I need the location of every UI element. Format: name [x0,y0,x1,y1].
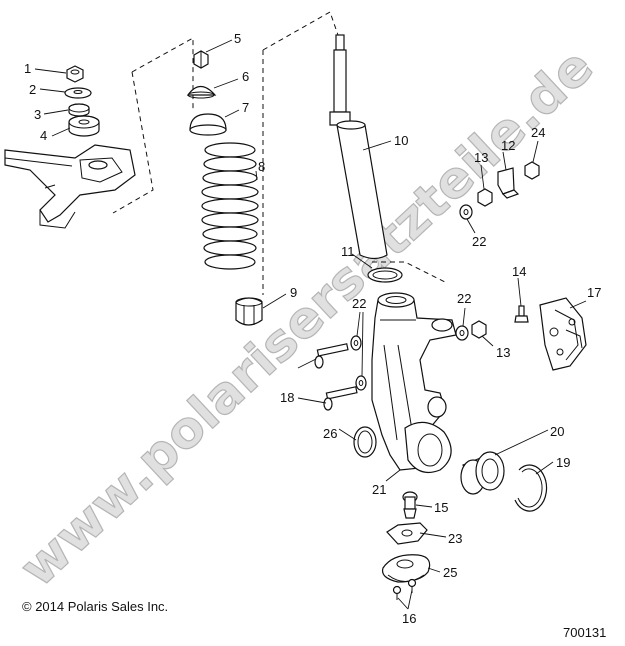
callout-22-knuckle: 22 [457,291,471,306]
callout-9: 9 [290,285,297,300]
callout-13-upper: 13 [474,150,488,165]
part-17-caliper [539,297,587,371]
part-21-knuckle [371,292,457,473]
part-7-spring-seat [189,113,227,136]
drawing-number: 700131 [563,625,606,640]
part-16-screws [392,578,417,600]
part-4-bushing [68,115,100,137]
part-8-coil-spring [201,142,259,270]
part-3-washer [68,103,90,117]
callout-23: 23 [448,531,462,546]
callout-7: 7 [242,100,249,115]
callout-13-lower: 13 [496,345,510,360]
callout-1: 1 [24,61,31,76]
part-12-bracket [497,167,520,199]
part-15-ball-joint [402,491,418,519]
part-25-boot [381,554,431,583]
part-2-washer [64,87,92,99]
callout-26: 26 [323,426,337,441]
callout-22-left: 22 [352,296,366,311]
part-14-bolt [514,305,529,323]
callout-labels: 1 2 3 4 5 6 7 8 9 10 11 12 13 24 22 14 1… [24,31,601,626]
callout-5: 5 [234,31,241,46]
part-20-bearing [460,451,505,495]
part-22-washer-upper [459,204,473,220]
part-13-nut-upper [477,188,493,207]
callout-4: 4 [40,128,47,143]
part-22-washers-left [350,335,367,391]
part-19-snap-ring [514,464,548,512]
callout-10: 10 [394,133,408,148]
part-18-bolts [314,343,358,411]
part-13-nut-lower [471,320,487,339]
callout-22-upper: 22 [472,234,486,249]
callout-25: 25 [443,565,457,580]
part-26-o-ring [353,426,377,458]
leader-lines [34,39,587,610]
part-23-plate [386,522,428,545]
callout-6: 6 [242,69,249,84]
callout-3: 3 [34,107,41,122]
callout-24: 24 [531,125,545,140]
callout-12: 12 [501,138,515,153]
callout-15: 15 [434,500,448,515]
callout-20: 20 [550,424,564,439]
callout-8: 8 [258,159,265,174]
part-1-nut [66,65,84,83]
part-10-shock-absorber [329,34,388,260]
part-11-o-ring [367,267,403,283]
callout-17: 17 [587,285,601,300]
part-22-washer-knuckle [455,325,469,341]
callout-2: 2 [29,82,36,97]
callout-19: 19 [556,455,570,470]
frame-bracket [4,144,136,229]
callout-21: 21 [372,482,386,497]
part-5-nut [193,50,209,69]
callout-14: 14 [512,264,526,279]
part-6-cup [186,85,217,99]
copyright-text: © 2014 Polaris Sales Inc. [22,599,168,614]
part-9-bump-stop [235,297,263,326]
part-24-nut [524,161,540,180]
callout-18: 18 [280,390,294,405]
callout-11: 11 [341,244,355,259]
callout-16: 16 [402,611,416,626]
